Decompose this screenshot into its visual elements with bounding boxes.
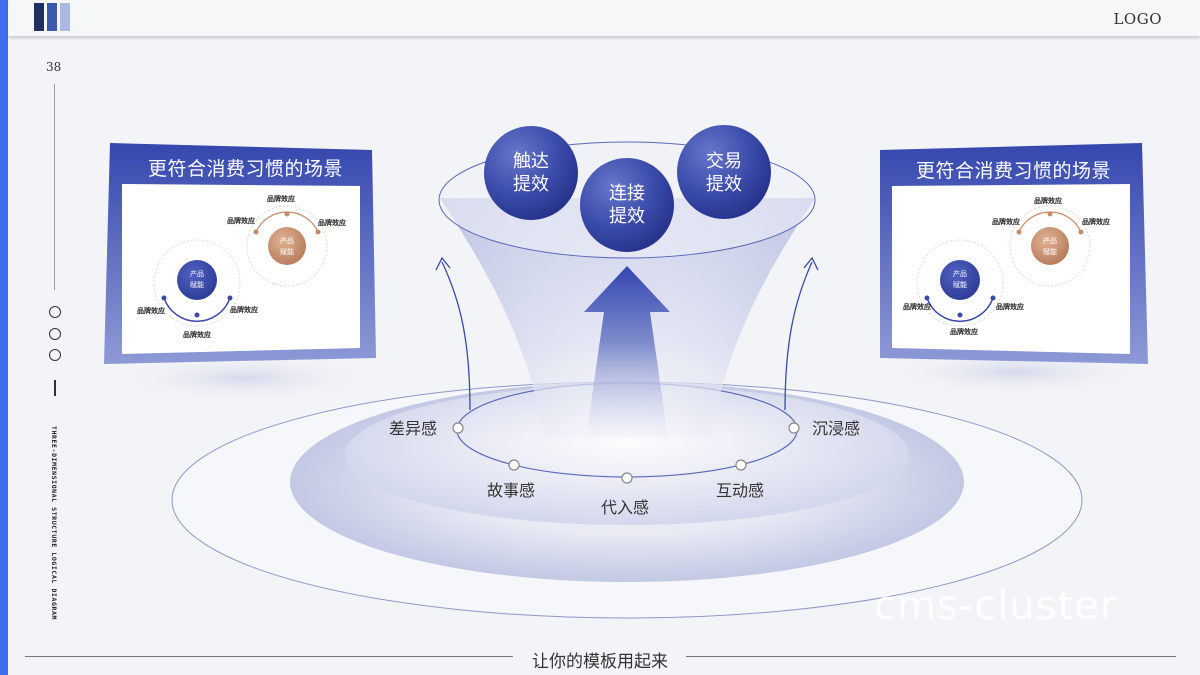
ring-label-immersion-role: 代入感 <box>601 498 650 517</box>
panel-left-tag: 品牌效应 <box>230 306 258 314</box>
footer-slogan: 让你的模板用起来 <box>532 652 668 672</box>
ring-label-interaction: 互动感 <box>716 481 765 500</box>
panel-left-tag: 品牌效应 <box>267 195 295 203</box>
ring-label-immersive: 沉浸感 <box>812 419 861 438</box>
sphere-reach-label: 触达提效 <box>513 151 549 195</box>
logo-text: LOGO <box>1113 10 1162 28</box>
panel-left-node-secondary: 产品赋能 <box>280 237 294 256</box>
panel-right-node-secondary: 产品赋能 <box>1043 237 1057 256</box>
ring-label-story: 故事感 <box>487 481 536 500</box>
panel-right-tag: 品牌效应 <box>903 303 931 311</box>
footer-line-left <box>25 656 513 657</box>
nav-dot-1[interactable] <box>49 306 61 318</box>
nav-dot-2[interactable] <box>49 328 61 340</box>
nav-dot-3[interactable] <box>49 349 61 361</box>
sphere-trade-label: 交易提效 <box>706 151 742 195</box>
sphere-trade <box>677 125 771 219</box>
ring-label-difference: 差异感 <box>389 419 438 438</box>
platform-middle <box>345 385 909 525</box>
panel-left-tag: 品牌效应 <box>183 331 211 339</box>
sphere-reach <box>484 126 578 220</box>
panel-left-title: 更符合消费习惯的场景 <box>148 158 344 180</box>
panel-right-tag: 品牌效应 <box>996 303 1024 311</box>
header-bar: LOGO <box>8 0 1200 36</box>
sidebar-divider <box>54 84 55 290</box>
page-number: 38 <box>46 60 62 74</box>
panel-right-tag: 品牌效应 <box>992 218 1020 226</box>
brand-blocks-icon <box>34 3 74 31</box>
sphere-connect <box>580 158 674 252</box>
panel-left-tag: 品牌效应 <box>227 217 255 225</box>
panel-left-tag: 品牌效应 <box>318 219 346 227</box>
central-arrow <box>584 266 670 438</box>
watermark: cms-cluster <box>874 583 1118 629</box>
panel-right-tag: 品牌效应 <box>950 328 978 336</box>
panel-right-tag: 品牌效应 <box>1082 218 1110 226</box>
panel-right-tag: 品牌效应 <box>1034 197 1062 205</box>
vertical-caption: THREE-DIMENSIONAL STRUCTURE LOGICAL DIAG… <box>50 426 58 621</box>
panel-left-tag: 品牌效应 <box>137 307 165 315</box>
panel-right-node-main: 产品赋能 <box>953 270 967 289</box>
panel-right-title: 更符合消费习惯的场景 <box>916 160 1112 182</box>
sphere-connect-label: 连接提效 <box>609 183 645 227</box>
sidebar-tick <box>54 380 56 396</box>
left-accent-bar <box>0 0 8 675</box>
footer-line-right <box>686 656 1176 657</box>
panel-left-node-main: 产品赋能 <box>190 270 204 289</box>
